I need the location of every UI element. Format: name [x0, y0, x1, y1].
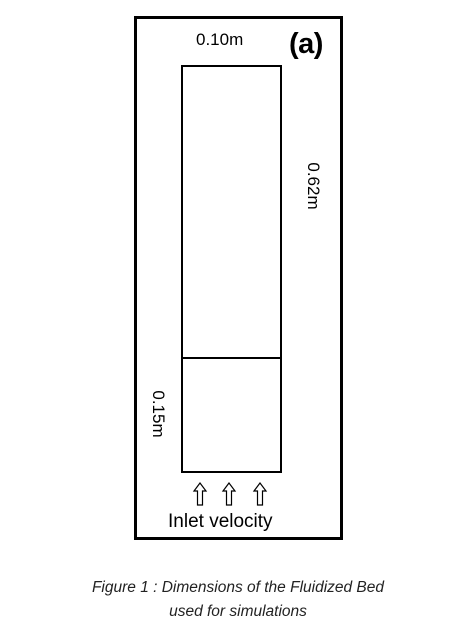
fluidized-bed-column: [181, 65, 282, 473]
column-height-label: 0.62m: [304, 162, 323, 210]
bed-height-label: 0.15m: [149, 390, 168, 438]
inlet-velocity-label: Inlet velocity: [168, 511, 273, 532]
inlet-arrow-2-icon: [221, 482, 237, 506]
inlet-arrow-1-icon: [192, 482, 208, 506]
figure-caption: Figure 1 : Dimensions of the Fluidized B…: [0, 576, 476, 624]
column-width-label: 0.10m: [196, 30, 244, 49]
inlet-arrows: [192, 482, 268, 506]
panel-label: (a): [289, 28, 323, 60]
inlet-arrow-3-icon: [252, 482, 268, 506]
bed-height-divider: [181, 357, 282, 359]
caption-line-1: Figure 1 : Dimensions of the Fluidized B…: [91, 579, 385, 596]
figure-frame: [134, 16, 343, 540]
caption-line-2: used for simulations: [169, 603, 307, 620]
